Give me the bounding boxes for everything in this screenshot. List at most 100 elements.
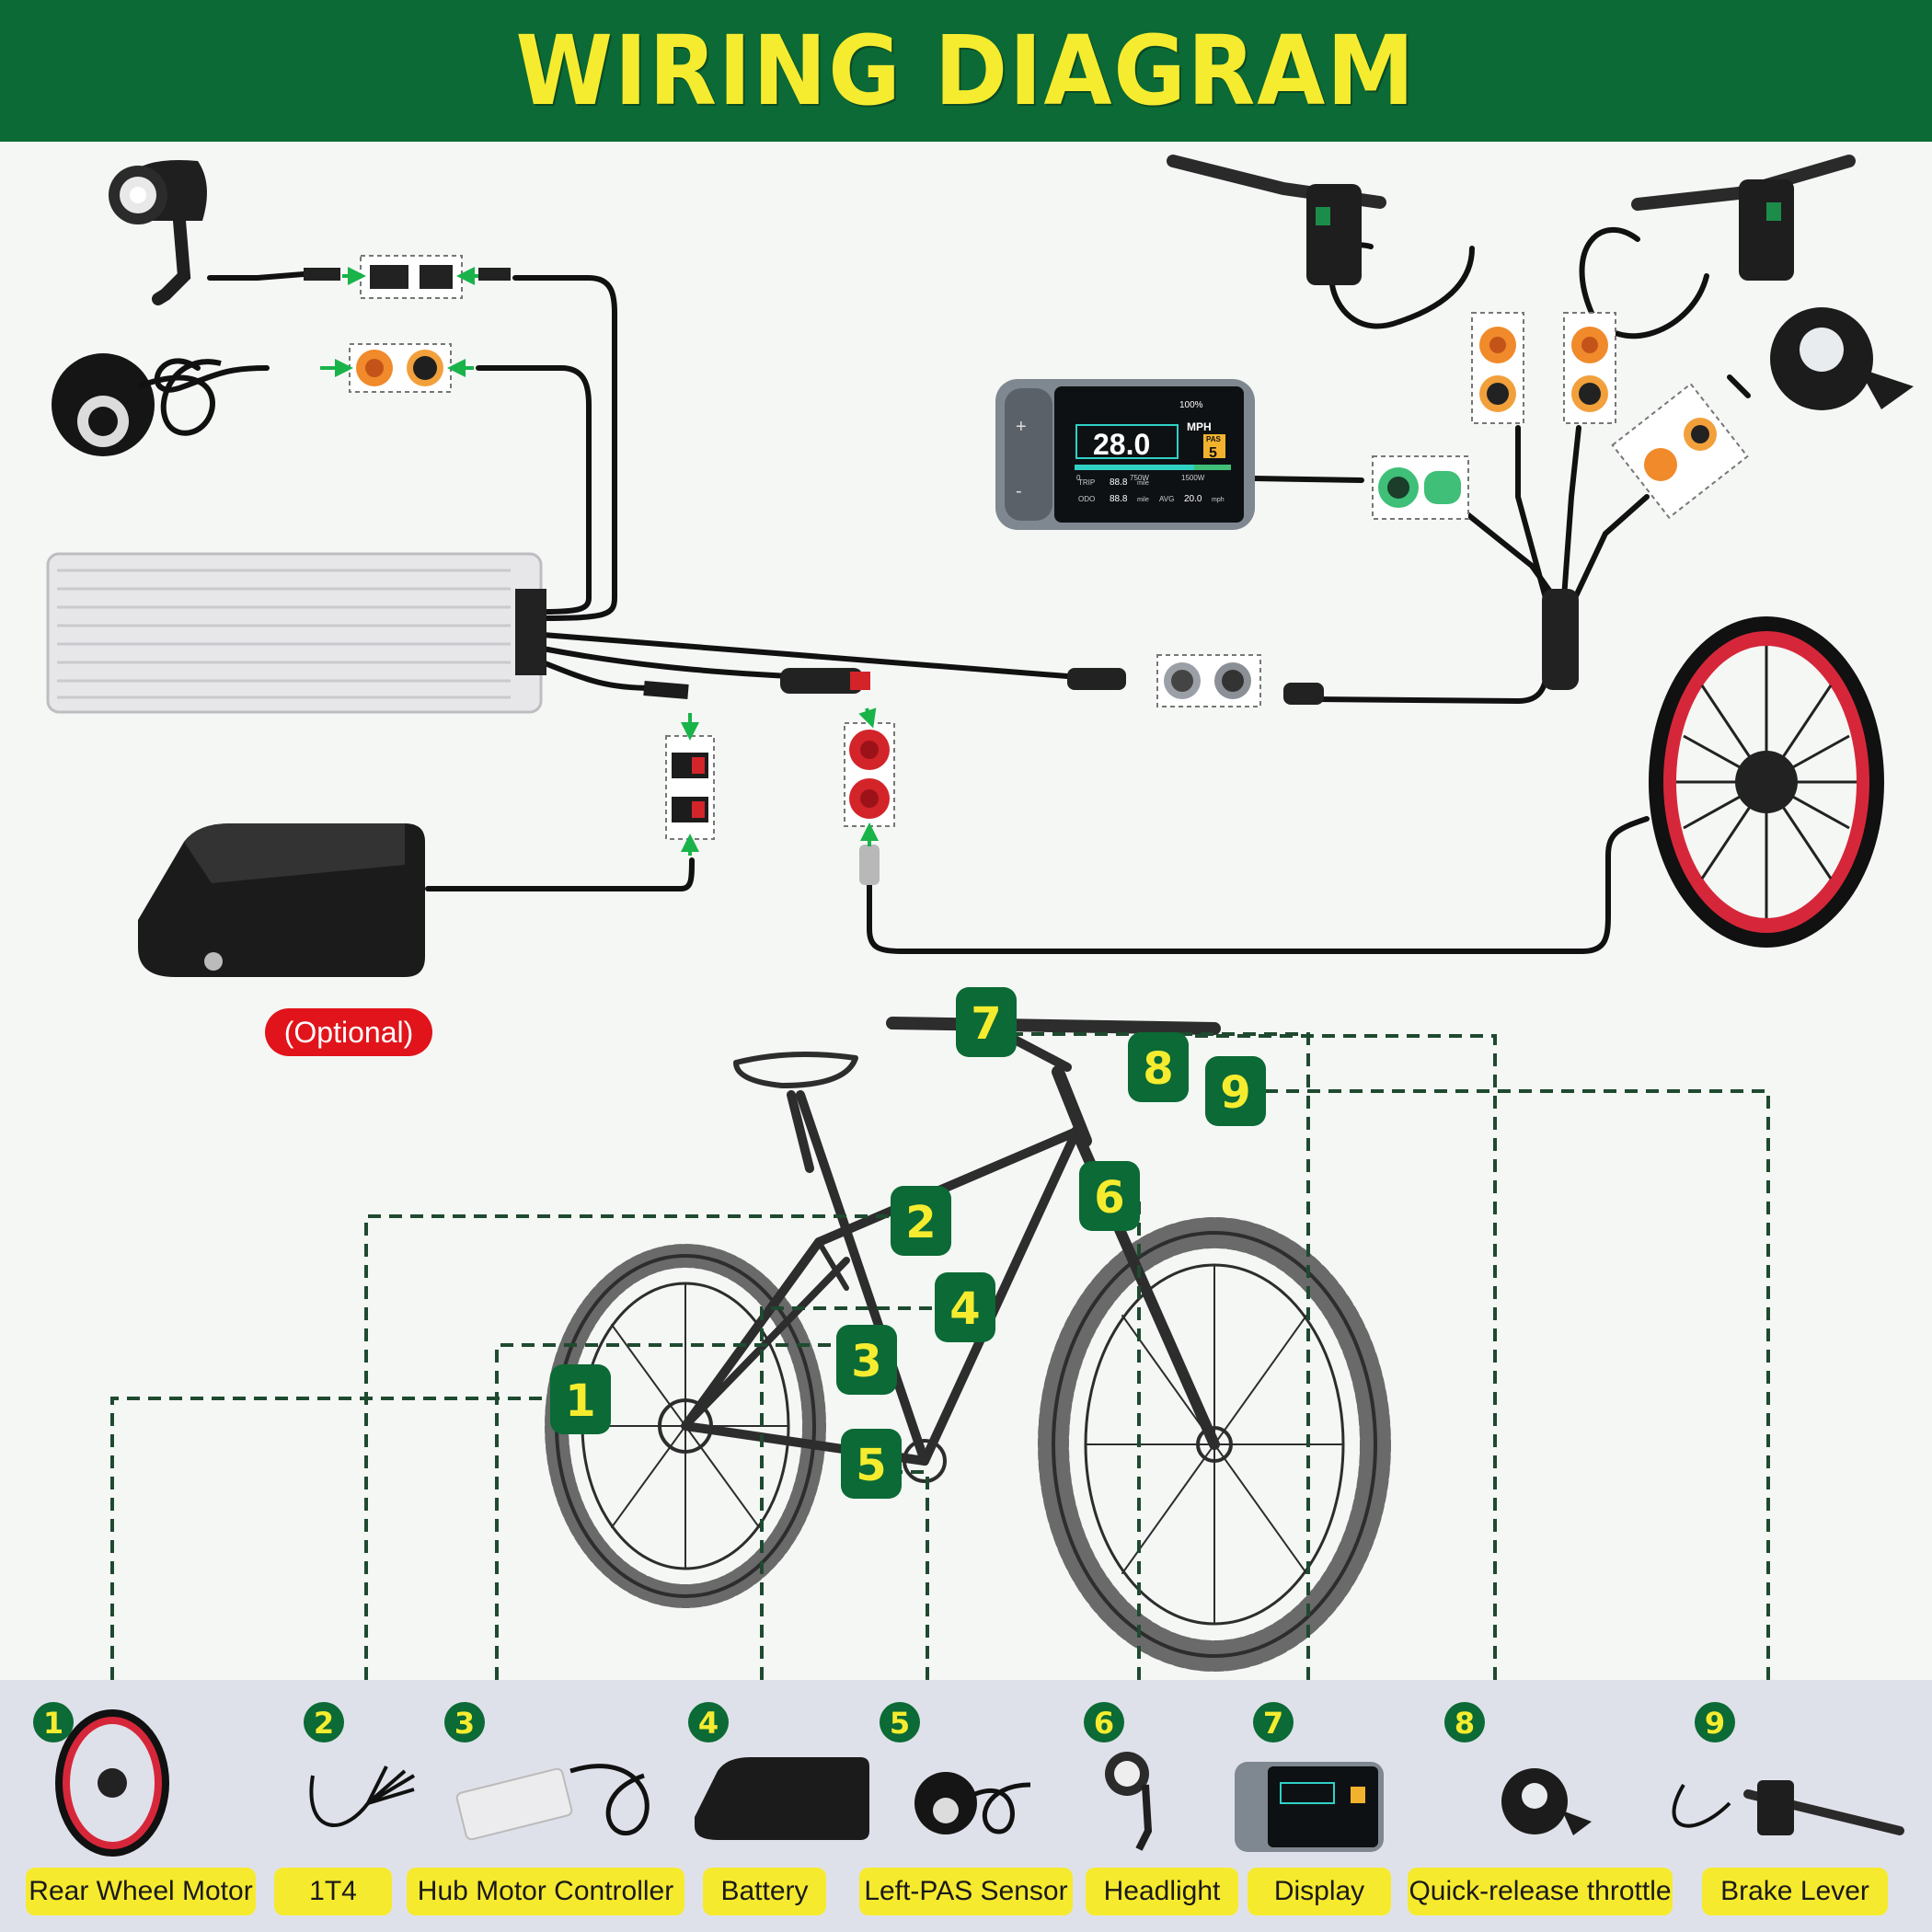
cable-motor [540,646,1650,954]
harness-sleeve [1542,589,1579,690]
leader-3 [495,1343,865,1743]
legend-number-1: 1 [33,1702,74,1742]
display-trip-unit: mile [1137,480,1149,487]
pas-sensor-image [52,353,222,456]
label-rear-wheel-motor: Rear Wheel Motor [26,1868,256,1915]
bike-badges: 1 2 3 4 5 6 7 8 9 [550,987,1266,1499]
legend-number-9: 9 [1695,1702,1735,1742]
cable-headlight [207,271,617,621]
display-odo-label: ODO [1078,495,1095,503]
connector-throttle [1611,382,1749,520]
svg-text:+: + [1016,417,1027,437]
label-1t4: 1T4 [274,1868,392,1915]
legend-number-5: 5 [880,1702,920,1742]
bike-badge-6: 6 [1079,1161,1140,1231]
display-trip-label: TRIP [1078,478,1095,487]
legend-number-3: 3 [444,1702,485,1742]
svg-text:2: 2 [905,1197,936,1248]
svg-text:6: 6 [1094,1172,1124,1224]
display-power-max: 1500W [1181,474,1205,482]
svg-text:1: 1 [43,1706,63,1741]
thumb-pas-sensor [914,1772,1031,1834]
display-avg-value: 20.0 [1184,494,1202,504]
display-readout: 28.0 MPH 100% PAS 5 0 750W 1500W TRIP 88… [1076,400,1225,504]
display-power-min: 0 [1076,474,1081,482]
display-image: + - [995,379,1255,530]
bike-badge-5: 5 [841,1429,902,1499]
bike-badge-4: 4 [935,1272,995,1342]
svg-text:9: 9 [1220,1067,1250,1119]
leader-1 [110,1397,570,1743]
leader-9 [1237,1089,1770,1743]
svg-text:7: 7 [1263,1706,1283,1741]
bike-badge-8: 8 [1128,1032,1189,1102]
display-trip-value: 88.8 [1110,477,1128,488]
connector-motor [780,668,895,885]
connector-brake-right [1563,312,1616,424]
svg-text:5: 5 [890,1706,910,1741]
connector-display [1372,455,1469,520]
connector-pas [320,343,474,393]
display-odo-unit: mile [1137,497,1149,503]
legend-number-2: 2 [304,1702,344,1742]
svg-text:8: 8 [1143,1043,1173,1095]
thumb-display [1235,1762,1384,1852]
label-left-pas-sensor: Left-PAS Sensor [859,1868,1073,1915]
svg-text:3: 3 [454,1706,475,1741]
label-headlight: Headlight [1086,1868,1238,1915]
connector-headlight [304,255,511,299]
thumb-brake-lever [1672,1780,1904,1835]
svg-text:5: 5 [856,1440,886,1491]
thumb-1t4-harness [309,1765,416,1827]
bike-badge-1: 1 [550,1364,611,1434]
leader-8 [1187,1034,1497,1743]
svg-text:6: 6 [1094,1706,1114,1741]
thumb-headlight [1105,1752,1153,1851]
thumb-throttle [1501,1768,1592,1835]
rear-wheel-image [1649,616,1884,948]
svg-text:8: 8 [1455,1706,1475,1741]
legend-number-4: 4 [688,1702,729,1742]
label-brake-lever: Brake Lever [1702,1868,1888,1915]
svg-text:9: 9 [1705,1706,1725,1741]
svg-text:4: 4 [949,1283,980,1335]
leader-2 [364,1214,920,1743]
leader-lines [110,1032,1770,1743]
display-odo-value: 88.8 [1110,494,1128,504]
cable-battery [425,660,695,891]
connector-main [1067,654,1324,707]
svg-text:3: 3 [851,1336,881,1387]
bike-badge-9: 9 [1205,1056,1266,1126]
controller-image [46,552,546,714]
title-banner: WIRING DIAGRAM [0,0,1932,142]
svg-text:4: 4 [698,1706,719,1741]
display-avg-unit: mph [1212,497,1225,503]
legend-number-7: 7 [1253,1702,1294,1742]
connector-brake-left [1471,312,1524,424]
display-power-mid: 750W [1130,474,1149,482]
legend-number-8: 8 [1444,1702,1485,1742]
headlight-image [109,160,207,305]
battery-image [138,823,425,977]
bike-badge-2: 2 [891,1186,951,1256]
bike-badge-7: 7 [956,987,1017,1057]
svg-text:2: 2 [314,1706,334,1741]
bike-badge-3: 3 [836,1325,897,1395]
display-avg-label: AVG [1159,495,1174,503]
label-display: Display [1248,1868,1391,1915]
brake-lever-left-image [1167,155,1386,285]
label-hub-motor-controller: Hub Motor Controller [407,1868,684,1915]
display-pas-label: PAS [1206,435,1222,443]
cable-pas [154,358,592,615]
svg-text:-: - [1016,481,1022,501]
display-speed: 28.0 [1093,428,1150,461]
label-quick-release-throttle: Quick-release throttle [1408,1868,1673,1915]
optional-badge: (Optional) [265,1008,432,1056]
thumb-controller [455,1764,650,1841]
leader-4 [760,1306,964,1743]
display-speed-unit: MPH [1187,420,1212,433]
throttle-image [1770,307,1914,410]
display-pas-level: 5 [1209,445,1217,461]
